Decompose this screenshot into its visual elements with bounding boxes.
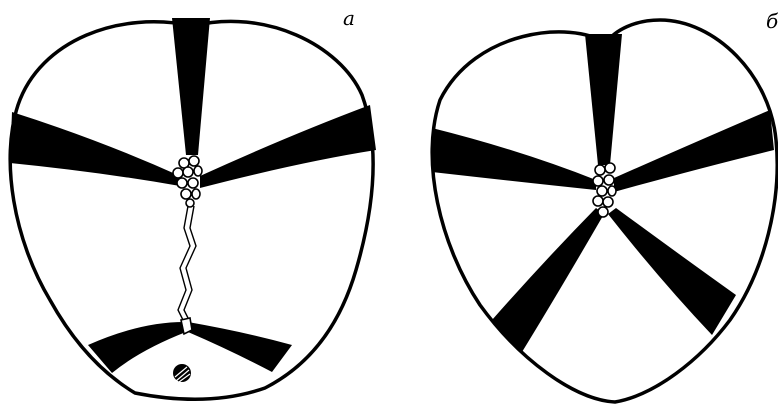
panel-a-label: а [343, 6, 355, 30]
panel-a: а [10, 6, 376, 399]
panel-b-lower-right-sector [608, 208, 736, 335]
panel-a-top-sector [172, 18, 210, 155]
panel-b: б [432, 9, 778, 402]
panel-a-bottom-left-sector [88, 322, 186, 373]
panel-a-left-sector [10, 112, 180, 186]
panel-a-bottom-right-sector [188, 322, 292, 372]
panel-b-lower-left-sector [492, 208, 604, 352]
panel-a-central-pit [173, 156, 202, 207]
panel-b-label: б [766, 9, 778, 33]
panel-b-top-sector [585, 34, 622, 165]
panel-b-right-sector [614, 110, 774, 192]
panel-a-right-sector [200, 105, 376, 188]
panel-a-hatched-spot [173, 364, 191, 382]
panel-b-left-sector [432, 128, 596, 190]
panel-a-connecting-canal [178, 206, 196, 322]
